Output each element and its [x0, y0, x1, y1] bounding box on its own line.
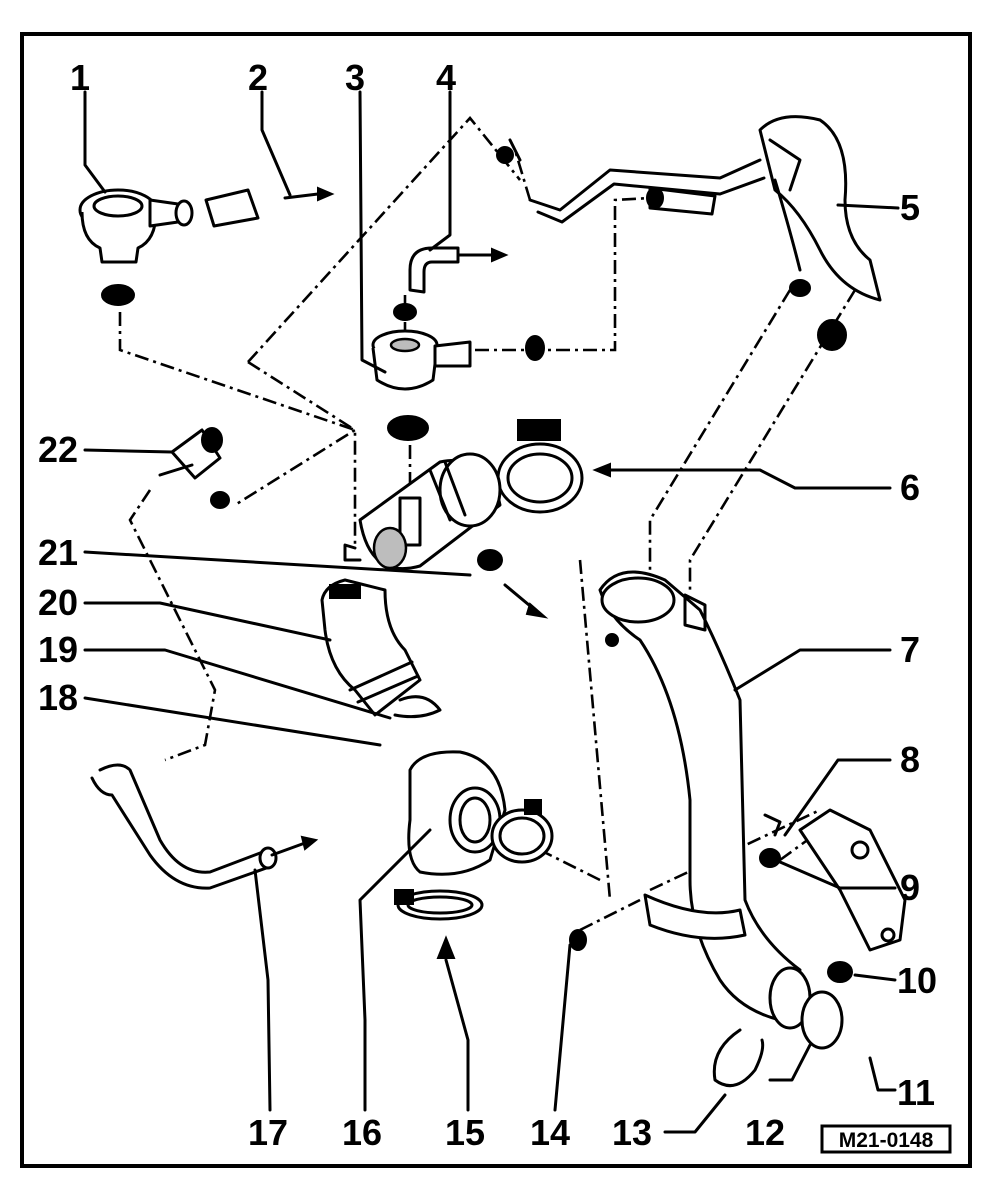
callout-19: 19 [38, 629, 78, 670]
callout-22: 22 [38, 429, 78, 470]
callout-11: 11 [897, 1072, 935, 1113]
figure-code: M21-0148 [839, 1129, 934, 1152]
callout-9: 9 [900, 867, 920, 908]
callout-16: 16 [342, 1112, 382, 1153]
callout-10: 10 [897, 960, 937, 1001]
part-21-intake-tube [343, 452, 503, 571]
callout-13: 13 [612, 1112, 652, 1153]
part-17-pipe [90, 763, 278, 890]
callout-2: 2 [248, 57, 268, 98]
part-1-valve [78, 188, 260, 306]
diagram-frame [20, 32, 972, 1168]
part-6-clamp [496, 419, 584, 514]
callout-15: 15 [445, 1112, 485, 1153]
part-8-bracket [569, 808, 907, 983]
callout-14: 14 [530, 1112, 570, 1153]
part-16-elbow [394, 750, 554, 921]
callout-3: 3 [345, 57, 365, 98]
callout-21: 21 [38, 532, 78, 573]
part-20-bent-hose [320, 578, 442, 719]
callout-17: 17 [248, 1112, 288, 1153]
part-5-upper-hose [496, 115, 882, 351]
callout-1: 1 [70, 57, 90, 98]
callout-12: 12 [745, 1112, 785, 1153]
callout-6: 6 [900, 467, 920, 508]
callout-5: 5 [900, 187, 920, 228]
callout-4: 4 [436, 57, 456, 98]
flow-arrows [270, 186, 611, 959]
callout-18: 18 [38, 677, 78, 718]
callout-labels: 1 2 3 4 5 6 7 8 9 10 11 12 13 14 15 16 1… [38, 57, 937, 1153]
leader-lines [83, 90, 900, 1134]
callout-8: 8 [900, 739, 920, 780]
figure-code-box: M21-0148 [820, 1124, 952, 1154]
part-3-diverter-valve [371, 246, 545, 441]
part-7-large-pipe [598, 570, 812, 1030]
callout-7: 7 [900, 629, 920, 670]
part-22-sensor [158, 427, 230, 509]
callout-20: 20 [38, 582, 78, 623]
part-12-13-rings [712, 990, 844, 1088]
